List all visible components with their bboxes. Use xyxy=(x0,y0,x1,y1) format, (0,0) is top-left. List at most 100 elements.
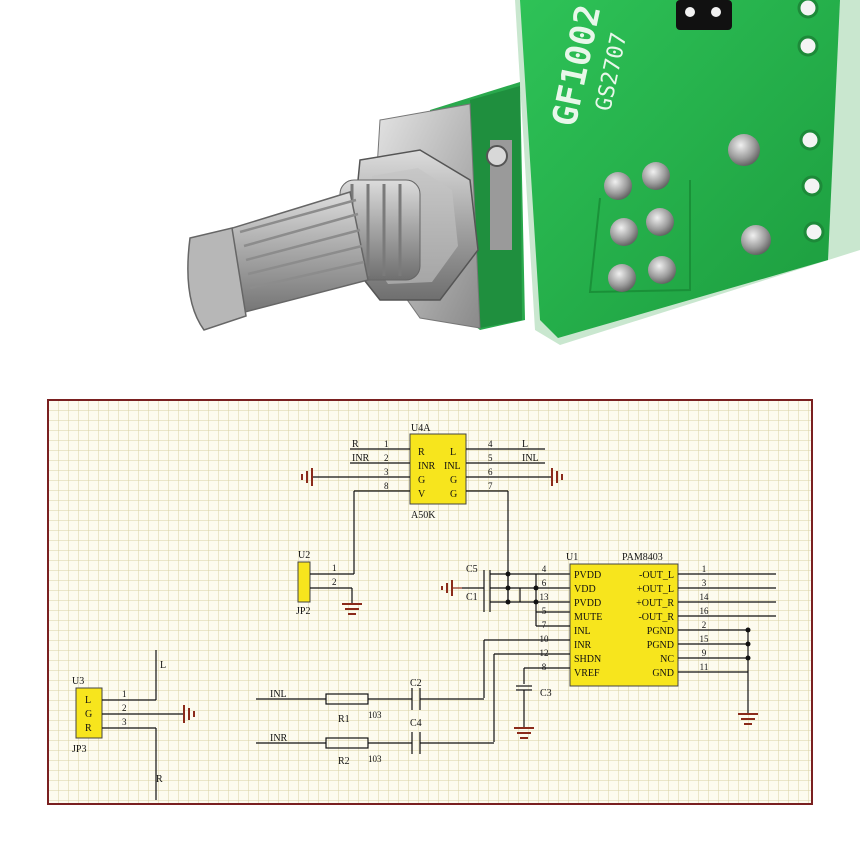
pot-body xyxy=(409,433,467,505)
cap-label: C2 xyxy=(410,678,422,689)
amplifier-pin-label: VDD xyxy=(574,584,596,595)
decoupling-wires xyxy=(462,570,570,613)
ground-symbols xyxy=(183,468,758,739)
pin-number: 5 xyxy=(542,606,547,616)
pin-number: 16 xyxy=(700,606,710,616)
amplifier-pin-label: PVDD xyxy=(574,598,601,609)
pot-wires xyxy=(312,448,552,600)
cap-label: C5 xyxy=(466,564,478,575)
pin-number: 12 xyxy=(540,648,549,658)
pin-number: 2 xyxy=(332,577,337,587)
pin-number: 7 xyxy=(542,620,547,630)
amplifier-pin-label: -OUT_L xyxy=(639,570,674,581)
pin-number: 1 xyxy=(332,563,337,573)
amplifier-u1: U1 PAM8403 PVDD VDD PVDD MUTE INL INR SHDN VREF… xyxy=(540,552,710,687)
pin-number: 9 xyxy=(702,648,707,658)
cap-label: C1 xyxy=(466,592,478,603)
amplifier-body xyxy=(569,563,679,687)
connector-body xyxy=(75,687,103,739)
pot-pin-label: R xyxy=(418,447,425,458)
net-label: L xyxy=(160,660,166,671)
connector-pin-label: R xyxy=(85,723,92,734)
net-label: L xyxy=(522,439,528,450)
amplifier-ref: U1 xyxy=(566,552,578,563)
amplifier-pin-label: INR xyxy=(574,640,592,651)
cap-label: C4 xyxy=(410,718,422,729)
resistor-value: 103 xyxy=(368,754,382,764)
pin-number: 15 xyxy=(700,634,710,644)
amplifier-pin-label: PGND xyxy=(647,640,674,651)
pin-number: 6 xyxy=(542,578,547,588)
pin-number: 3 xyxy=(702,578,707,588)
pcb-component xyxy=(676,0,732,30)
pin-number: 2 xyxy=(122,703,127,713)
amplifier-value: PAM8403 xyxy=(622,552,663,563)
pin-number: 13 xyxy=(540,592,550,602)
amplifier-pin-label: PGND xyxy=(647,626,674,637)
pot-pin-label: G xyxy=(418,475,425,486)
pot-pin-label: INR xyxy=(418,461,436,472)
pot-pin-label: V xyxy=(418,489,426,500)
amplifier-pin-label: VREF xyxy=(574,668,600,679)
connector-pin-label: G xyxy=(85,709,92,720)
ground-icon xyxy=(301,468,313,486)
pin-number: 3 xyxy=(384,467,389,477)
pin-number: 11 xyxy=(700,662,709,672)
pin-number: 1 xyxy=(702,564,707,574)
pot-pin-label: INL xyxy=(444,461,461,472)
net-label: INR xyxy=(352,453,370,464)
capacitors-c5-c1: C5 C1 xyxy=(466,564,478,603)
connector-body xyxy=(297,561,311,603)
connector-u2: U2 JP2 1 2 xyxy=(296,550,337,617)
amplifier-pin-label: GND xyxy=(652,668,674,679)
connector-ref: U3 xyxy=(72,676,84,687)
input-label: INR xyxy=(270,733,288,744)
pin-number: 10 xyxy=(540,634,550,644)
potentiometer-u4a: U4A A50K R INR G V L INL G G 1 2 3 8 4 5… xyxy=(352,423,539,521)
ground-icon xyxy=(551,468,563,486)
potentiometer xyxy=(187,82,525,331)
amplifier-pin-label: +OUT_L xyxy=(637,584,674,595)
net-label: R xyxy=(156,774,163,785)
pin-number: 5 xyxy=(488,453,493,463)
cap-label: C3 xyxy=(540,688,552,699)
amplifier-pin-label: MUTE xyxy=(574,612,602,623)
connector-pin-label: L xyxy=(85,695,91,706)
pot-value: A50K xyxy=(411,510,436,521)
connector-value: JP3 xyxy=(72,744,86,755)
net-label: INL xyxy=(522,453,539,464)
amplifier-pin-label: PVDD xyxy=(574,570,601,581)
sheet-border xyxy=(47,399,813,805)
pcb-board: GF1002 GS2707 xyxy=(515,0,860,345)
amplifier-pin-label: SHDN xyxy=(574,654,601,665)
schematic-diagram: U4A A50K R INR G V L INL G G 1 2 3 8 4 5… xyxy=(47,399,813,805)
pin-number: 2 xyxy=(384,453,389,463)
amplifier-pin-label: INL xyxy=(574,626,591,637)
pin-number: 1 xyxy=(384,439,389,449)
ground-icon xyxy=(514,727,534,739)
resistor-ref: R1 xyxy=(338,714,350,725)
pcb-edge-holes xyxy=(797,0,825,243)
amplifier-pin-label: -OUT_R xyxy=(638,612,674,623)
connector-ref: U2 xyxy=(298,550,310,561)
product-photo: GF1002 GS2707 xyxy=(187,0,860,345)
pot-ref: U4A xyxy=(411,423,431,434)
connector-u3: U3 JP3 L G R 1 2 3 L R xyxy=(72,660,166,785)
solder-joints xyxy=(604,134,771,292)
pin-number: 7 xyxy=(488,481,493,491)
pin-number: 8 xyxy=(384,481,389,491)
pin-number: 4 xyxy=(542,564,547,574)
input-label: INL xyxy=(270,689,287,700)
amplifier-pin-label: NC xyxy=(660,654,674,665)
ground-icon xyxy=(738,713,758,725)
connector-value: JP2 xyxy=(296,606,310,617)
pot-pin-label: L xyxy=(450,447,456,458)
resistor-ref: R2 xyxy=(338,756,350,767)
amplifier-pin-label: +OUT_R xyxy=(636,598,674,609)
pin-number: 2 xyxy=(702,620,707,630)
pot-pin-label: G xyxy=(450,475,457,486)
pin-number: 8 xyxy=(542,662,547,672)
resistor-value: 103 xyxy=(368,710,382,720)
pin-number: 1 xyxy=(122,689,127,699)
pin-number: 14 xyxy=(700,592,710,602)
